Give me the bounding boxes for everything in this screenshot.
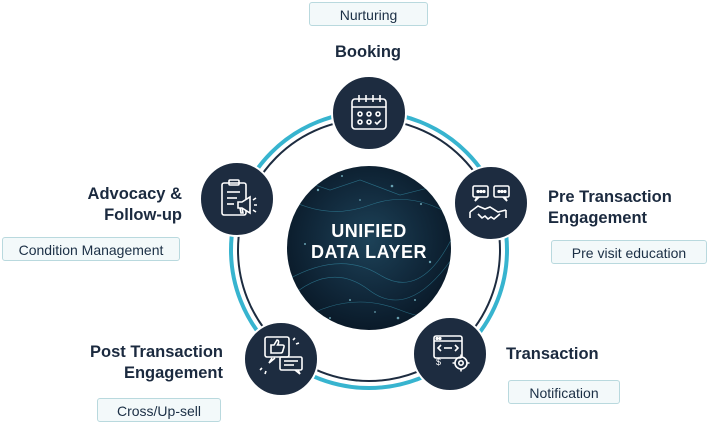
pre-visit-education-tag: Pre visit education bbox=[551, 240, 707, 264]
post-transaction-node[interactable] bbox=[243, 321, 319, 397]
booking-label-text: Booking bbox=[335, 43, 401, 61]
transaction-label-text: Transaction bbox=[506, 345, 599, 363]
advocacy-label-line2: Follow-up bbox=[104, 206, 182, 224]
pre-transaction-label-line2: Engagement bbox=[548, 209, 648, 227]
advocacy-node[interactable] bbox=[199, 161, 275, 237]
clipboard-megaphone-icon bbox=[221, 179, 257, 216]
unified-data-layer-label: UNIFIED DATA LAYER bbox=[287, 221, 451, 263]
handshake-chat-icon bbox=[469, 185, 510, 221]
advocacy-label-line1: Advocacy & bbox=[87, 185, 182, 203]
center-line-1: UNIFIED bbox=[331, 221, 407, 241]
cross-up-sell-tag: Cross/Up-sell bbox=[97, 398, 221, 422]
post-transaction-label-line1: Post Transaction bbox=[90, 343, 223, 361]
unified-data-layer-core bbox=[287, 166, 451, 330]
booking-node[interactable] bbox=[331, 75, 407, 151]
svg-text:$: $ bbox=[436, 357, 441, 367]
pre-transaction-label: Pre Transaction Engagement bbox=[548, 187, 672, 229]
pre-transaction-node[interactable] bbox=[453, 165, 529, 241]
pre-transaction-label-line1: Pre Transaction bbox=[548, 188, 672, 206]
payment-settings-icon: $ bbox=[433, 335, 470, 372]
advocacy-label: Advocacy & Follow-up bbox=[60, 184, 182, 226]
notification-tag: Notification bbox=[508, 380, 620, 404]
post-transaction-label: Post Transaction Engagement bbox=[70, 342, 223, 384]
booking-label: Booking bbox=[335, 42, 401, 63]
nurturing-tag: Nurturing bbox=[309, 2, 428, 26]
thumbs-up-chat-icon bbox=[259, 336, 303, 375]
transaction-label: Transaction bbox=[506, 344, 599, 365]
center-line-2: DATA LAYER bbox=[310, 242, 427, 262]
transaction-node[interactable]: $ bbox=[412, 316, 488, 392]
calendar-icon bbox=[351, 95, 387, 130]
post-transaction-label-line2: Engagement bbox=[123, 364, 223, 382]
condition-management-tag: Condition Management bbox=[2, 237, 180, 261]
